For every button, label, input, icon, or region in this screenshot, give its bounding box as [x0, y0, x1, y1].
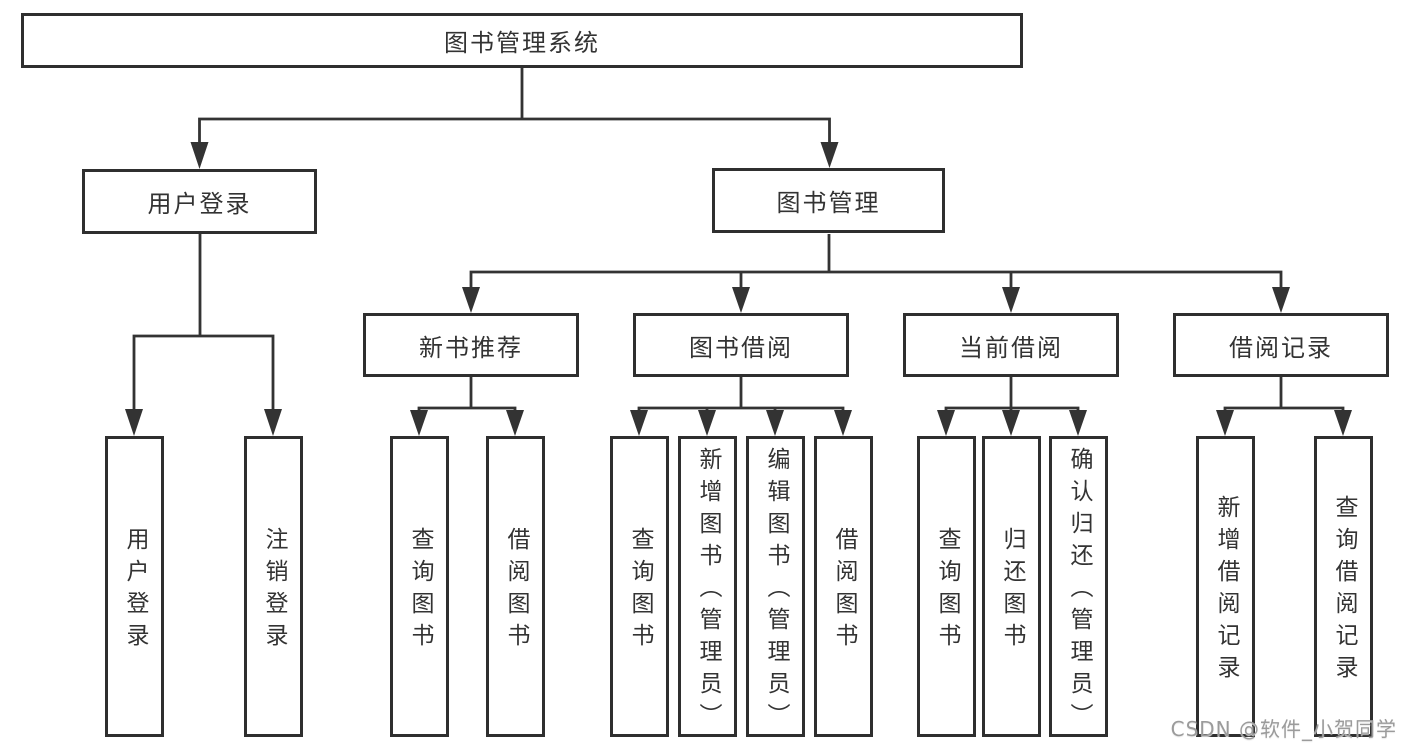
arrow-icon	[732, 287, 750, 313]
connector-record-to-leaves	[1223, 377, 1345, 412]
connector-borrow-to-leaves	[637, 377, 845, 412]
leaf-borrowing-edit-books-admin: 编辑图书（管理员）	[746, 436, 805, 737]
arrow-icon	[462, 287, 480, 313]
leaf-current-query-books: 查询图书	[917, 436, 976, 737]
arrow-icon	[820, 142, 839, 168]
node-new-book-recommend: 新书推荐	[363, 313, 579, 377]
node-book-management: 图书管理	[712, 168, 945, 233]
node-current-borrowing: 当前借阅	[903, 313, 1119, 377]
connector-current-to-leaves	[944, 377, 1080, 412]
connector-mgmt-to-level2	[469, 234, 1283, 289]
arrow-icon	[766, 410, 784, 436]
arrow-icon	[410, 410, 428, 436]
arrow-icon	[1216, 410, 1234, 436]
arrow-icon	[190, 142, 209, 169]
leaf-user-login: 用户登录	[105, 436, 164, 737]
leaf-current-confirm-return-admin: 确认归还（管理员）	[1049, 436, 1108, 737]
arrow-icon	[264, 409, 282, 436]
connector-root-to-level1	[198, 68, 831, 143]
node-borrowing-records: 借阅记录	[1173, 313, 1389, 377]
leaf-logout: 注销登录	[244, 436, 303, 737]
arrow-icon	[630, 410, 648, 436]
arrow-icon	[1272, 287, 1290, 313]
arrow-icon	[125, 409, 143, 436]
arrow-icon	[834, 410, 852, 436]
arrow-icon	[1002, 410, 1020, 436]
leaf-record-add-borrow-record: 新增借阅记录	[1196, 436, 1255, 737]
leaf-borrowing-query-books: 查询图书	[610, 436, 669, 737]
connector-newbook-to-leaves	[417, 377, 517, 412]
node-user-login: 用户登录	[82, 169, 317, 234]
arrow-icon	[1334, 410, 1352, 436]
leaf-current-return-books: 归还图书	[982, 436, 1041, 737]
node-book-borrowing: 图书借阅	[633, 313, 849, 377]
leaf-borrowing-add-books-admin: 新增图书（管理员）	[678, 436, 737, 737]
arrow-icon	[1069, 410, 1087, 436]
csdn-watermark: CSDN @软件_小贺同学	[1170, 717, 1397, 741]
arrow-icon	[698, 410, 716, 436]
leaf-newbook-borrow-books: 借阅图书	[486, 436, 545, 737]
arrow-icon	[506, 410, 524, 436]
node-library-system: 图书管理系统	[21, 13, 1023, 68]
arrow-icon	[1002, 287, 1020, 313]
arrow-icon	[937, 410, 955, 436]
leaf-newbook-query-books: 查询图书	[390, 436, 449, 737]
connector-login-to-leaves	[132, 234, 275, 412]
leaf-record-query-borrow-record: 查询借阅记录	[1314, 436, 1373, 737]
leaf-borrowing-borrow-books: 借阅图书	[814, 436, 873, 737]
